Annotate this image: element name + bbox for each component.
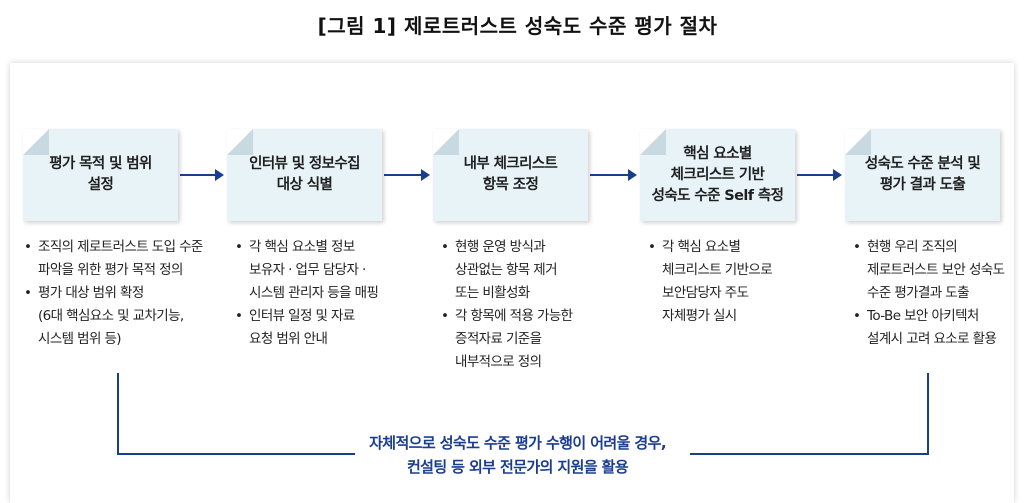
stage-box-3: 내부 체크리스트 항목 조정	[433, 129, 588, 221]
flow-arrow-2	[384, 169, 430, 181]
stage-details-3: 현행 운영 방식과 상관없는 항목 제거 또는 비활성화 각 항목에 적용 가능…	[441, 236, 626, 374]
detail-item: 각 항목에 적용 가능한 증적자료 기준을 내부적으로 정의	[441, 305, 626, 374]
detail-item: 조직의 제로트러스트 도입 수준 파악을 위한 평가 목적 정의	[24, 236, 214, 282]
detail-item: 각 핵심 요소별 체크리스트 기반으로 보안담당자 주도 자체평가 실시	[648, 236, 833, 328]
detail-item: 현행 운영 방식과 상관없는 항목 제거 또는 비활성화	[441, 236, 626, 305]
stage-label-3: 내부 체크리스트 항목 조정	[463, 156, 558, 193]
stage-details-1: 조직의 제로트러스트 도입 수준 파악을 위한 평가 목적 정의 평가 대상 범…	[24, 236, 214, 351]
note-line-1: 자체적으로 성숙도 수준 평가 수행이 어려울 경우,	[369, 434, 666, 452]
detail-item: 평가 대상 범위 확정 (6대 핵심요소 및 교차기능, 시스템 범위 등)	[24, 282, 214, 351]
figure-title: [그림 1] 제로트러스트 성숙도 수준 평가 절차	[317, 14, 718, 38]
external-support-note: 자체적으로 성숙도 수준 평가 수행이 어려울 경우, 컨설팅 등 외부 전문가…	[0, 431, 1035, 479]
flow-arrow-1	[180, 169, 224, 181]
stage-details-5: 현행 우리 조직의 제로트러스트 보안 성숙도 수준 평가결과 도출 To-Be…	[853, 236, 1033, 351]
stage-box-4: 핵심 요소별 체크리스트 기반 성숙도 수준 Self 측정	[640, 129, 795, 221]
stage-label-5: 성숙도 수준 분석 및 평가 결과 도출	[864, 156, 981, 193]
stage-details-4: 각 핵심 요소별 체크리스트 기반으로 보안담당자 주도 자체평가 실시	[648, 236, 833, 328]
detail-item: 현행 우리 조직의 제로트러스트 보안 성숙도 수준 평가결과 도출	[853, 236, 1033, 305]
flow-arrow-4	[797, 169, 842, 181]
stage-box-5: 성숙도 수준 분석 및 평가 결과 도출	[845, 129, 1000, 221]
note-line-2: 컨설팅 등 외부 전문가의 지원을 활용	[406, 458, 629, 476]
flow-arrow-3	[590, 169, 637, 181]
detail-item: 각 핵심 요소별 정보 보유자 · 업무 담당자 · 시스템 관리자 등을 매핑	[235, 236, 420, 305]
stage-label-4: 핵심 요소별 체크리스트 기반 성숙도 수준 Self 측정	[651, 145, 784, 204]
detail-item: 인터뷰 일정 및 자료 요청 범위 안내	[235, 305, 420, 351]
stage-label-2: 인터뷰 및 정보수집 대상 식별	[249, 156, 360, 193]
stage-box-2: 인터뷰 및 정보수집 대상 식별	[227, 129, 382, 221]
stage-details-2: 각 핵심 요소별 정보 보유자 · 업무 담당자 · 시스템 관리자 등을 매핑…	[235, 236, 420, 351]
stage-box-1: 평가 목적 및 범위 설정	[23, 129, 178, 221]
stage-label-1: 평가 목적 및 범위 설정	[49, 156, 152, 193]
detail-item: To-Be 보안 아키텍처 설계시 고려 요소로 활용	[853, 305, 1033, 351]
